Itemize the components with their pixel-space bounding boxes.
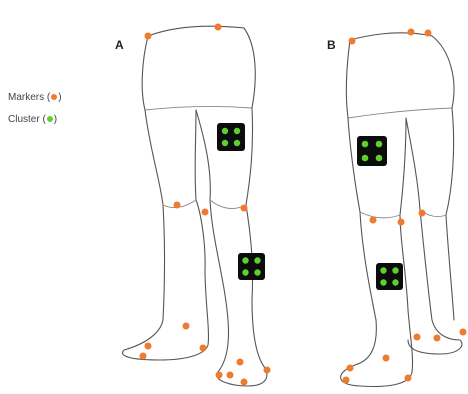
cluster-b-shank	[376, 263, 403, 290]
marker	[215, 24, 222, 31]
panel-label-a: A	[115, 38, 124, 52]
marker	[419, 210, 426, 217]
marker	[216, 372, 223, 379]
cluster-a-thigh	[217, 123, 245, 151]
marker	[347, 365, 354, 372]
marker	[200, 345, 207, 352]
marker	[140, 353, 147, 360]
panel-label-b: B	[327, 38, 336, 52]
legend-markers: Markers ()	[8, 92, 62, 103]
cluster-dot-icon	[47, 116, 53, 122]
marker	[349, 38, 356, 45]
marker	[237, 359, 244, 366]
markers-panel-a	[140, 24, 271, 386]
legend-cluster-label: Cluster (	[8, 114, 46, 125]
marker	[405, 375, 412, 382]
marker	[434, 335, 441, 342]
marker	[145, 343, 152, 350]
legend-cluster-close: )	[54, 114, 57, 125]
legend-markers-label: Markers (	[8, 92, 50, 103]
marker	[370, 217, 377, 224]
marker	[227, 372, 234, 379]
cluster-b-thigh	[357, 136, 387, 166]
marker	[183, 323, 190, 330]
marker	[408, 29, 415, 36]
marker	[398, 219, 405, 226]
marker-dot-icon	[51, 94, 57, 100]
marker	[425, 30, 432, 37]
marker	[383, 355, 390, 362]
panel-b-outline	[341, 33, 462, 387]
legend-cluster: Cluster ()	[8, 114, 57, 125]
marker	[343, 377, 350, 384]
marker	[241, 205, 248, 212]
marker	[145, 33, 152, 40]
legend-markers-close: )	[58, 92, 61, 103]
marker	[174, 202, 181, 209]
marker	[202, 209, 209, 216]
marker	[241, 379, 248, 386]
marker	[414, 334, 421, 341]
marker	[460, 329, 467, 336]
marker	[264, 367, 271, 374]
cluster-a-shank	[238, 253, 265, 280]
